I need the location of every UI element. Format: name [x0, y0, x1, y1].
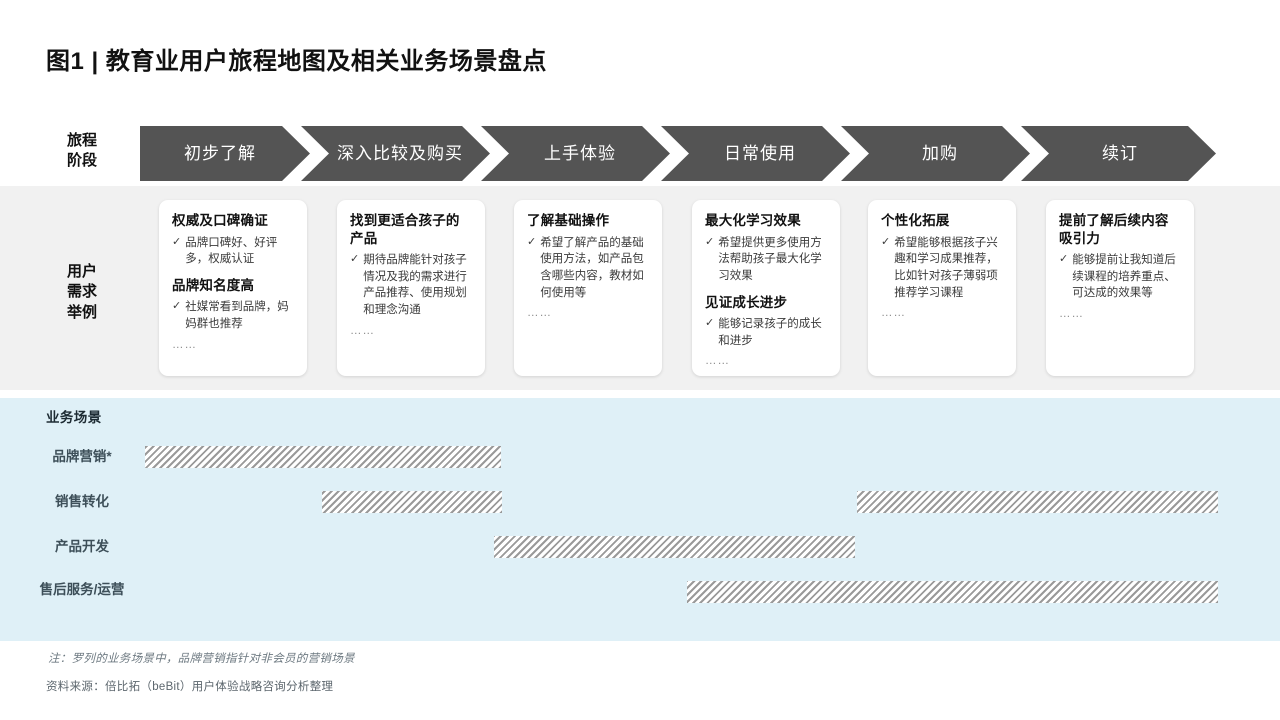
need-card-ellipsis: …… — [350, 324, 375, 337]
need-card-1[interactable]: 找到更适合孩子的产品 ✓ 期待品牌能针对孩子情况及我的需求进行产品推荐、使用规划… — [337, 200, 485, 376]
business-scenario-band — [0, 398, 1280, 641]
need-bullet: ✓ 能够提前让我知道后续课程的培养重点、可达成的效果等 — [1059, 252, 1181, 302]
need-card-ellipsis: …… — [172, 338, 197, 351]
stage-label-group: 初步了解 深入比较及购买 上手体验 日常使用 加购 续订 — [140, 126, 1216, 181]
need-card-heading: 品牌知名度高 — [172, 277, 255, 293]
need-bullet-text: 能够提前让我知道后续课程的培养重点、可达成的效果等 — [1072, 254, 1176, 300]
check-icon: ✓ — [1059, 253, 1069, 266]
need-bullet: ✓ 希望提供更多使用方法帮助孩子最大化学习效果 — [705, 235, 827, 285]
row-label-journey-line2: 阶段 — [66, 152, 97, 170]
need-bullet-text: 希望能够根据孩子兴趣和学习成果推荐，比如针对孩子薄弱项推荐学习课程 — [894, 236, 998, 299]
need-card-heading: 见证成长进步 — [705, 294, 788, 310]
row-label-needs-line3: 举例 — [66, 303, 97, 321]
stage-label-5[interactable]: 续订 — [1102, 143, 1138, 163]
need-bullet: ✓ 能够记录孩子的成长和进步 — [705, 316, 827, 349]
need-card-ellipsis: …… — [527, 307, 552, 320]
need-card-2[interactable]: 了解基础操作 ✓ 希望了解产品的基础使用方法，如产品包含哪些内容，教材如何使用等… — [514, 200, 662, 376]
business-scenario-heading: 业务场景 — [46, 410, 102, 425]
check-icon: ✓ — [527, 235, 537, 248]
need-card-0[interactable]: 权威及口碑确证 ✓ 品牌口碑好、好评多，权威认证 品牌知名度高 ✓ 社媒常看到品… — [159, 200, 307, 376]
need-bullet-text: 能够记录孩子的成长和进步 — [718, 318, 822, 347]
need-card-ellipsis: …… — [881, 307, 906, 320]
need-bullet: ✓ 品牌口碑好、好评多，权威认证 — [172, 235, 294, 268]
scenario-bar-sales-conversion-0 — [322, 491, 502, 513]
scenario-row-label-1: 销售转化 — [55, 494, 109, 509]
check-icon: ✓ — [705, 235, 715, 248]
need-bullet-text: 期待品牌能针对孩子情况及我的需求进行产品推荐、使用规划和理念沟通 — [363, 254, 467, 317]
check-icon: ✓ — [172, 300, 182, 313]
page-title: 图1 | 教育业用户旅程地图及相关业务场景盘点 — [46, 48, 547, 75]
stage-label-4[interactable]: 加购 — [922, 143, 958, 163]
need-bullet-text: 社媒常看到品牌，妈妈群也推荐 — [185, 301, 289, 331]
need-bullet: ✓ 希望能够根据孩子兴趣和学习成果推荐，比如针对孩子薄弱项推荐学习课程 — [881, 235, 1003, 302]
stage-label-1[interactable]: 深入比较及购买 — [337, 143, 463, 163]
scenario-row-label-3-line1: 售后服务/运营 — [39, 582, 125, 597]
scenario-bar-brand-marketing-0 — [145, 446, 501, 468]
scenario-row-label-3: 售后服务/运营 — [30, 581, 134, 599]
footnote-source: 资料来源：倍比拓（beBit）用户体验战略咨询分析整理 — [46, 681, 334, 693]
need-card-heading: 权威及口碑确证 — [172, 213, 268, 228]
need-bullet-text: 希望了解产品的基础使用方法，如产品包含哪些内容，教材如何使用等 — [540, 236, 644, 299]
need-card-5[interactable]: 提前了解后续内容吸引力 ✓ 能够提前让我知道后续课程的培养重点、可达成的效果等 … — [1046, 200, 1194, 376]
scenario-row-label-2: 产品开发 — [55, 539, 109, 554]
need-bullet: ✓ 希望了解产品的基础使用方法，如产品包含哪些内容，教材如何使用等 — [527, 235, 649, 302]
scenario-bar-product-development-0 — [494, 536, 855, 558]
stage-arrow-shape — [140, 126, 1216, 181]
scenario-row-label-0: 品牌营销* — [52, 449, 112, 464]
row-label-needs-line1: 用户 — [66, 263, 97, 280]
row-label-needs-line2: 需求 — [66, 283, 97, 301]
footnote-note: 注：罗列的业务场景中，品牌营销指针对非会员的营销场景 — [48, 653, 355, 665]
scenario-bar-sales-conversion-1 — [857, 491, 1218, 513]
stage-label-0[interactable]: 初步了解 — [184, 143, 256, 163]
stage-label-3[interactable]: 日常使用 — [724, 143, 796, 163]
row-label-journey-line1: 旅程 — [66, 132, 97, 149]
check-icon: ✓ — [705, 317, 715, 330]
need-card-heading: 找到更适合孩子的产品 — [350, 213, 460, 246]
need-card-3[interactable]: 最大化学习效果 ✓ 希望提供更多使用方法帮助孩子最大化学习效果 见证成长进步 ✓… — [692, 200, 840, 376]
need-card-heading: 提前了解后续内容吸引力 — [1059, 213, 1169, 246]
need-card-ellipsis: …… — [705, 355, 730, 368]
check-icon: ✓ — [172, 235, 182, 248]
check-icon: ✓ — [881, 235, 891, 248]
need-card-4[interactable]: 个性化拓展 ✓ 希望能够根据孩子兴趣和学习成果推荐，比如针对孩子薄弱项推荐学习课… — [868, 200, 1016, 376]
check-icon: ✓ — [350, 253, 360, 266]
stage-label-2[interactable]: 上手体验 — [544, 143, 616, 163]
need-bullet-text: 希望提供更多使用方法帮助孩子最大化学习效果 — [718, 236, 822, 282]
journey-stage-band: 初步了解 深入比较及购买 上手体验 日常使用 加购 续订 — [140, 126, 1216, 181]
scenario-bar-after-sales-0 — [687, 581, 1218, 603]
need-card-heading: 最大化学习效果 — [705, 213, 801, 228]
need-card-ellipsis: …… — [1059, 308, 1084, 321]
need-card-heading: 个性化拓展 — [881, 213, 950, 228]
need-bullet: ✓ 社媒常看到品牌，妈妈群也推荐 — [172, 299, 294, 332]
need-bullet-text: 品牌口碑好、好评多，权威认证 — [185, 236, 278, 266]
need-card-heading: 了解基础操作 — [527, 213, 610, 228]
need-bullet: ✓ 期待品牌能针对孩子情况及我的需求进行产品推荐、使用规划和理念沟通 — [350, 252, 472, 319]
row-label-user-needs: 用户 需求 举例 — [46, 262, 118, 323]
row-label-journey: 旅程 阶段 — [46, 131, 118, 172]
